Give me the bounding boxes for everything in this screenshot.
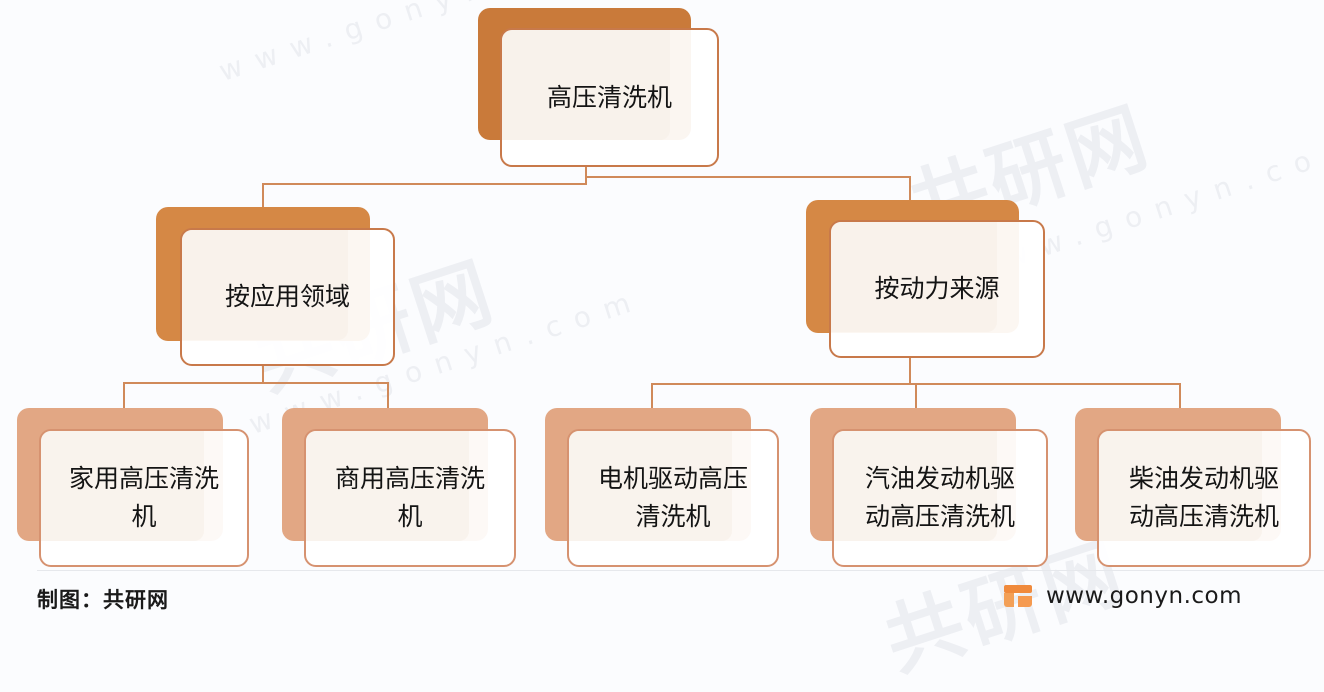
node-label-line: 清洗机 [635,502,711,531]
connector [909,176,911,200]
connector [585,166,587,178]
connector [262,183,264,207]
gonyn-logo-icon [1004,585,1032,607]
connector [262,183,587,185]
node-label-line: 商用高压清洗 [334,464,485,493]
connector [1179,383,1181,408]
footer-brand: www.gonyn.com [1004,583,1242,609]
connector [262,365,264,383]
node-label-line: 电机驱动高压 [597,464,748,493]
connector [651,383,653,408]
node-label-line: 汽油发动机驱 [864,464,1015,493]
footer-credit: 制图：共研网 [37,588,169,612]
footer-site-url: www.gonyn.com [1046,583,1243,609]
node-label-line: 机 [397,502,423,531]
node-label-line: 动高压清洗机 [864,502,1015,531]
node-label-line: 家用高压清洗 [68,464,219,493]
node-label: 高压清洗机 [546,82,672,112]
connector [123,382,125,408]
node-label-line: 机 [131,502,157,531]
node-label: 按应用领域 [224,282,350,311]
connector [123,382,389,384]
connector [585,176,587,185]
connector [909,357,911,384]
connector [585,176,911,178]
connector [915,383,917,408]
node-label-line: 柴油发动机驱 [1128,464,1279,493]
node-label-line: 动高压清洗机 [1128,502,1279,531]
node-label: 按动力来源 [874,274,1000,303]
footer-divider [37,570,1324,571]
connector [387,382,389,408]
